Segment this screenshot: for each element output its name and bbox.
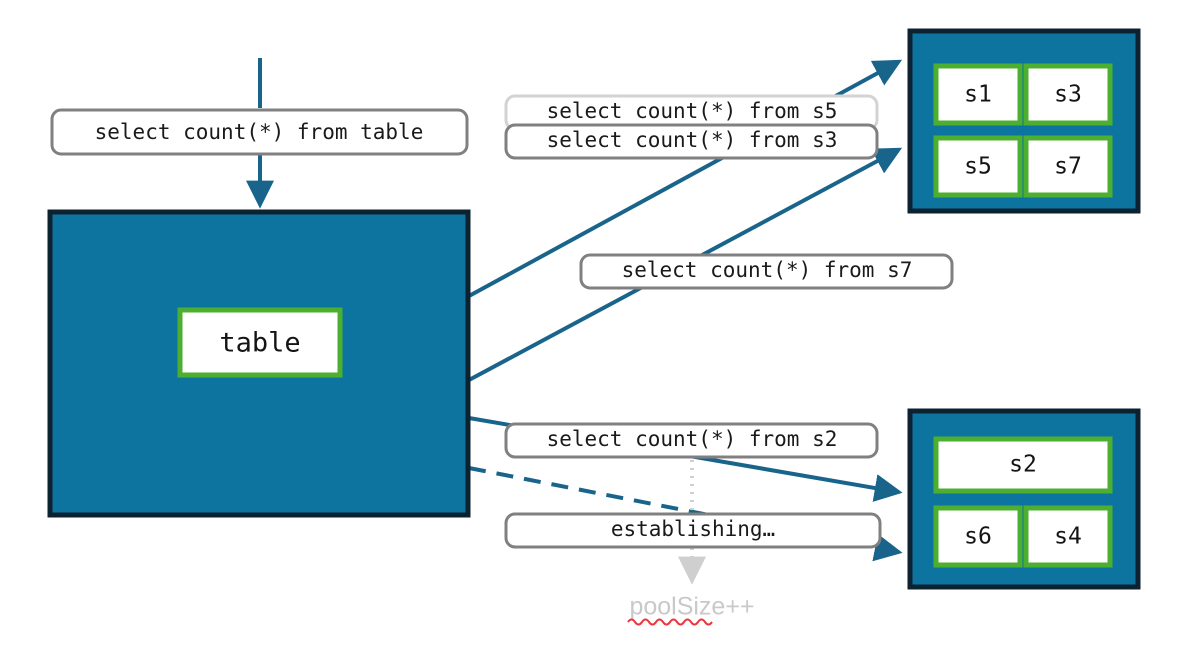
query-label-s7[interactable]: select count(*) from s7 bbox=[579, 253, 954, 290]
poolsize-annotation: poolSize++ bbox=[627, 593, 755, 626]
status-label-text: establishing… bbox=[611, 517, 775, 541]
table-container: table bbox=[47, 209, 471, 518]
server-node-label: s4 bbox=[1054, 524, 1082, 550]
query-label-text: select count(*) from s3 bbox=[547, 128, 838, 152]
server-node-s5[interactable]: s5 bbox=[933, 135, 1023, 198]
query-label-text: select count(*) from s7 bbox=[622, 258, 913, 282]
server-node-label: s6 bbox=[964, 524, 992, 550]
query-label-s5[interactable]: select count(*) from s5 bbox=[504, 94, 879, 131]
server-node-label: s5 bbox=[964, 154, 992, 180]
query-label-text: select count(*) from table bbox=[95, 120, 424, 144]
server-node-s1[interactable]: s1 bbox=[933, 63, 1023, 126]
server-node-s7[interactable]: s7 bbox=[1023, 135, 1113, 198]
server-node-s2[interactable]: s2 bbox=[933, 436, 1113, 494]
status-label-establishing[interactable]: establishing… bbox=[504, 512, 882, 549]
server-node-label: s2 bbox=[1009, 452, 1037, 478]
spellcheck-underline bbox=[627, 618, 713, 626]
server-node-s6[interactable]: s6 bbox=[933, 505, 1023, 568]
table-node-label: table bbox=[219, 328, 300, 359]
server-pool-bottom: s2 s6 s4 bbox=[907, 408, 1141, 590]
query-label-table[interactable]: select count(*) from table bbox=[50, 108, 469, 156]
server-node-s3[interactable]: s3 bbox=[1023, 63, 1113, 126]
server-pool-top: s1 s3 s5 s7 bbox=[907, 28, 1141, 214]
poolsize-text: poolSize++ bbox=[629, 593, 754, 621]
server-node-label: s1 bbox=[964, 82, 992, 108]
query-label-s2[interactable]: select count(*) from s2 bbox=[504, 422, 879, 459]
table-node: table bbox=[177, 307, 343, 378]
query-label-text: select count(*) from s5 bbox=[547, 99, 838, 123]
server-node-label: s7 bbox=[1054, 154, 1082, 180]
query-label-s3[interactable]: select count(*) from s3 bbox=[504, 123, 879, 160]
server-node-s4[interactable]: s4 bbox=[1023, 505, 1113, 568]
query-label-text: select count(*) from s2 bbox=[547, 427, 838, 451]
server-node-label: s3 bbox=[1054, 82, 1082, 108]
